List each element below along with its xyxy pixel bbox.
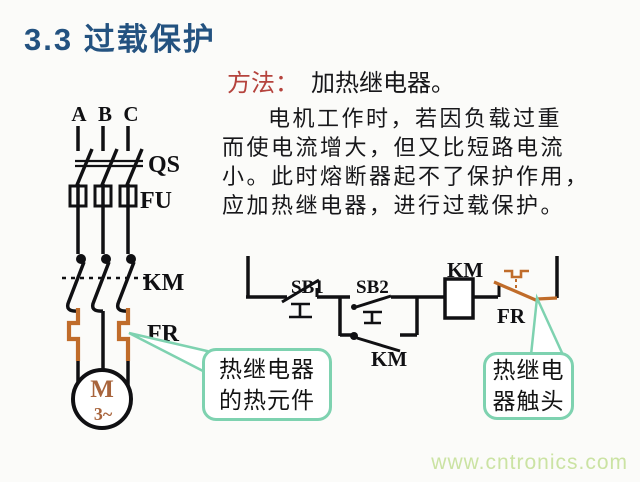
qs-switch <box>75 148 144 186</box>
callout-heater-element: 热继电器 的热元件 <box>202 348 332 421</box>
phase-c-label: C <box>123 102 138 126</box>
callout-line: 器触头 <box>492 389 565 414</box>
fr-contact-label: FR <box>497 304 526 328</box>
sb1-label: SB1 <box>291 277 324 298</box>
callout-fr-contact: 热继电 器触头 <box>483 352 574 420</box>
paragraph-line: 应加热继电器，进行过载保护。 <box>222 193 566 218</box>
right-callout-pointer <box>529 293 565 357</box>
method-line: 方法： 加热继电器。 <box>227 63 455 98</box>
power-circuit: A B C <box>62 102 184 430</box>
phase-lines-mid <box>76 184 130 254</box>
motor-letter: M <box>90 376 114 403</box>
callout-line: 的热元件 <box>219 387 315 413</box>
page-title: 3.3 过载保护 <box>24 22 216 57</box>
control-circuit: SB1 SB2 KM KM FR <box>246 256 559 371</box>
body-paragraph: 电机工作时，若因负载过重 而使电流增大，但又比短路电流 小。此时熔断器起不了保护… <box>222 104 622 220</box>
km-aux-label: KM <box>371 347 407 371</box>
fu-fuses <box>68 184 138 208</box>
km-coil-label: KM <box>447 258 483 282</box>
method-label: 方法： <box>227 71 299 97</box>
km-contacts <box>62 254 150 313</box>
fr-contact <box>493 269 558 303</box>
paragraph-line: 而使电流增大，但又比短路电流 <box>222 135 566 160</box>
sb2-button <box>351 294 392 325</box>
sb1-button <box>281 278 320 319</box>
motor: M 3~ <box>71 368 133 430</box>
callout-line: 热继电 <box>492 358 565 383</box>
sb2-label: SB2 <box>356 277 389 298</box>
paragraph-line: 电机工作时，若因负载过重 <box>268 106 563 131</box>
km-coil <box>443 277 475 320</box>
fr-heater-elements <box>66 308 131 361</box>
paragraph-line: 小。此时熔断器起不了保护作用， <box>222 164 590 189</box>
phase-b-label: B <box>98 102 112 126</box>
callout-line: 热继电器 <box>219 356 315 382</box>
phase-lines-upper <box>76 126 130 151</box>
phase-a-label: A <box>71 102 87 126</box>
watermark: www.cntronics.com <box>431 451 628 474</box>
km-aux-branch <box>338 297 419 353</box>
motor-phase: 3~ <box>94 404 113 424</box>
fu-label: FU <box>140 188 172 214</box>
qs-label: QS <box>148 152 180 178</box>
method-value: 加热继电器。 <box>311 71 455 97</box>
km-label: KM <box>143 270 184 296</box>
